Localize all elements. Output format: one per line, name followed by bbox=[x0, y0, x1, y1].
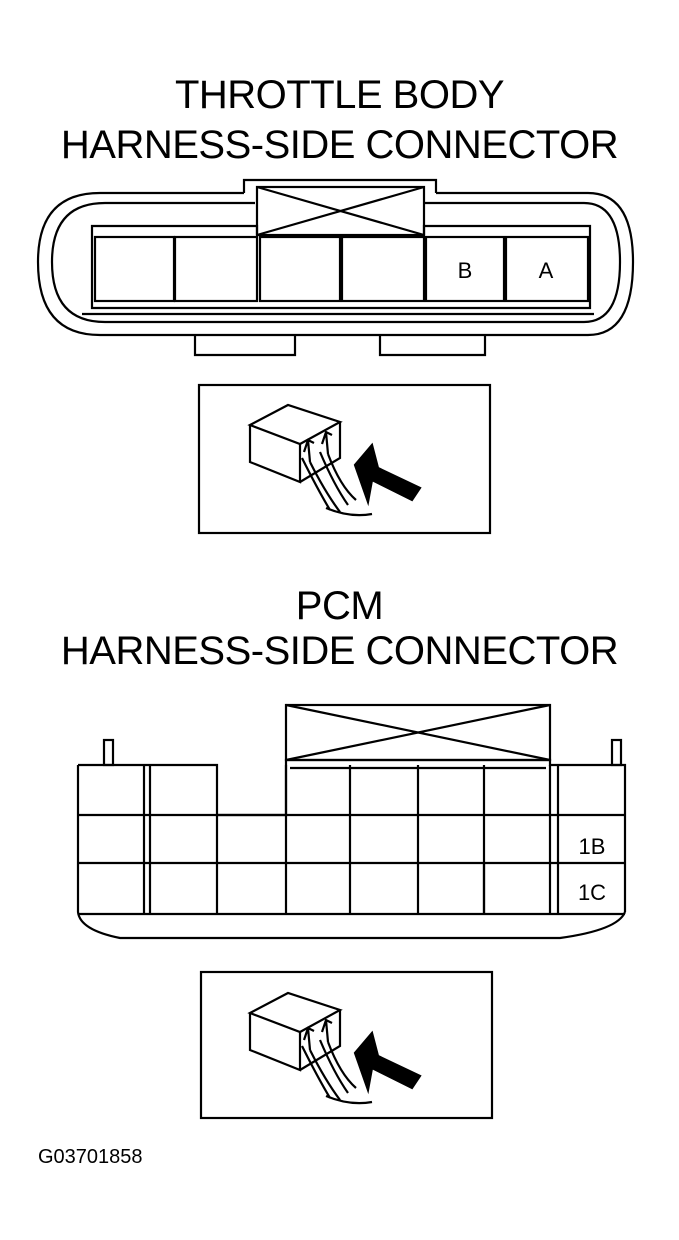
pcm-title-line2: HARNESS-SIDE CONNECTOR bbox=[60, 629, 619, 673]
pcm-pin-1c: 1C bbox=[578, 880, 606, 905]
pcm-connector bbox=[76, 703, 627, 940]
back-probe-connector-icon bbox=[199, 970, 494, 1120]
pcm-title-line1: PCM bbox=[295, 584, 384, 628]
throttle-title-line2: HARNESS-SIDE CONNECTOR bbox=[60, 123, 619, 167]
throttle-body-connector bbox=[36, 178, 635, 357]
figure-id: G03701858 bbox=[38, 1146, 143, 1168]
throttle-title-line1: THROTTLE BODY bbox=[174, 73, 505, 117]
back-probe-connector-icon bbox=[197, 383, 492, 535]
pcm-pin-1b: 1B bbox=[579, 834, 606, 859]
throttle-pin-a: A bbox=[539, 258, 554, 283]
throttle-pin-b: B bbox=[458, 258, 473, 283]
